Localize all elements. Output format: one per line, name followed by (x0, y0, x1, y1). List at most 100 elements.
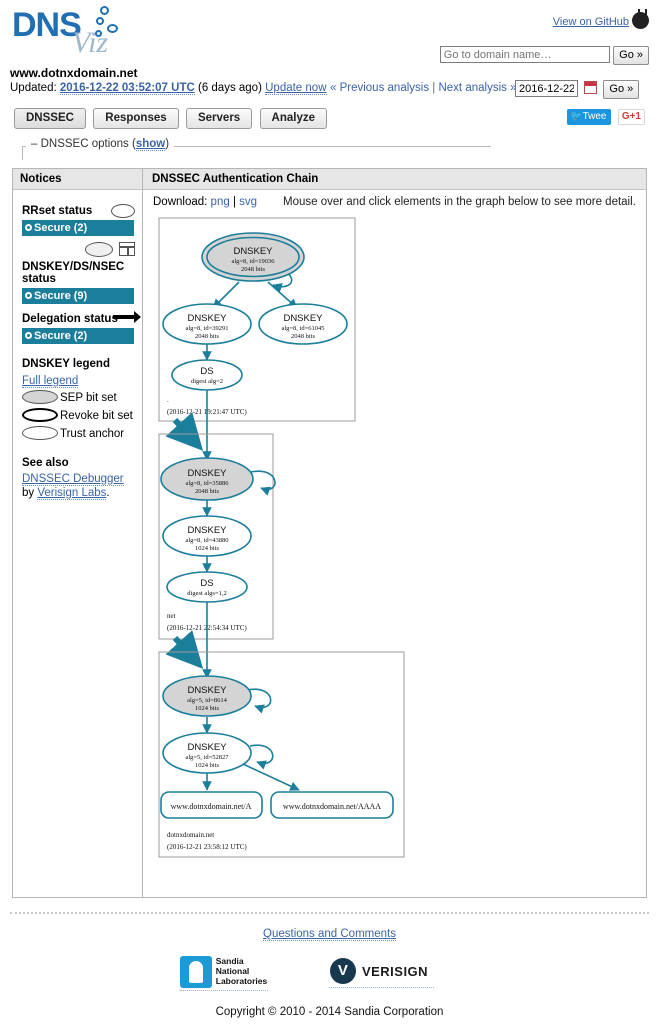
updated-timestamp[interactable]: 2016-12-22 03:52:07 UTC (59, 82, 195, 95)
node-root-zsk-1[interactable]: DNSKEY alg=8, id=39291 2048 bits (162, 303, 252, 345)
node-label-line2: alg=8, id=43880 (185, 537, 228, 544)
search-input[interactable] (439, 46, 610, 63)
node-label-line2: alg=8, id=19036 (231, 258, 275, 265)
status-badge[interactable]: Secure (2) (22, 328, 134, 344)
tab-servers[interactable]: Servers (185, 108, 253, 129)
node-label-line2: digest algs=1,2 (187, 590, 226, 597)
cluster-zone-label: net (167, 612, 176, 620)
delegation-status-label: Delegation status (22, 313, 118, 325)
graph-hint: Mouse over and click elements in the gra… (283, 196, 636, 208)
edge-delegation-net-dnx (165, 630, 204, 669)
updated-age: (6 days ago) (197, 82, 262, 94)
tab-analyze[interactable]: Analyze (259, 108, 328, 129)
site-footer: Questions and Comments Sandia National L… (0, 912, 659, 1018)
node-root-zsk-2[interactable]: DNSKEY alg=8, id=61045 2048 bits (258, 303, 348, 345)
previous-analysis-link[interactable]: « Previous analysis (330, 82, 430, 94)
dnsviz-logo[interactable]: DNS Viz (12, 4, 142, 59)
download-png-link[interactable]: png (210, 196, 230, 208)
cluster-timestamp: (2016-12-21 23:58:12 UTC) (167, 843, 247, 851)
analysis-date-input[interactable] (515, 80, 578, 97)
node-root-ds[interactable]: DS digest alg=2 (171, 359, 243, 391)
logo-bubble-icon (96, 17, 104, 25)
status-badge-label: Secure (9) (34, 290, 88, 302)
node-net-zsk[interactable]: DNSKEY alg=8, id=43880 1024 bits (162, 515, 252, 557)
node-rrset-a[interactable]: www.dotnxdomain.net/A (160, 791, 263, 819)
node-label-line2: alg=5, id=8614 (187, 697, 228, 704)
node-ellipse (258, 303, 348, 345)
node-label-line1: DNSKEY (187, 742, 227, 753)
status-badge-label: Secure (2) (34, 330, 88, 342)
legend-row-sep: SEP bit set (22, 390, 135, 405)
node-root-ksk[interactable]: DNSKEY alg=8, id=19036 2048 bits (201, 232, 305, 282)
node-label-line2: alg=8, id=35886 (185, 480, 229, 487)
google-plus-button[interactable]: G+1 (617, 109, 645, 125)
auth-chain-svg[interactable]: DNSKEY alg=8, id=19036 2048 bits DNSKEY … (151, 212, 621, 892)
cluster-zone-label: dotnxdomain.net (167, 831, 214, 839)
node-label-line1: DNSKEY (233, 246, 273, 257)
sandia-logo-icon[interactable]: Sandia National Laboratories (179, 956, 268, 991)
sandia-wordmark: Sandia National Laboratories (216, 956, 268, 986)
dnssec-options-label: – DNSSEC options (show) (26, 138, 175, 151)
node-label-line1: DS (200, 366, 213, 377)
options-show-link[interactable]: show (135, 138, 166, 151)
github-link[interactable]: View on GitHub (552, 16, 629, 28)
rrset-oval-icon (111, 204, 135, 218)
download-svg-link[interactable]: svg (239, 196, 258, 208)
status-badge[interactable]: Secure (9) (22, 288, 134, 304)
verisign-labs-link[interactable]: Verisign Labs (37, 487, 107, 500)
node-net-ds[interactable]: DS digest algs=1,2 (166, 571, 248, 603)
date-go-button[interactable]: Go » (603, 80, 640, 99)
tab-responses[interactable]: Responses (93, 108, 179, 129)
legend-label: Revoke bit set (60, 410, 133, 422)
ds-ellipse-icon (85, 242, 113, 257)
updated-label: Updated: (10, 82, 57, 94)
main-tabs: DNSSEC Responses Servers Analyze 🐦Twee G… (14, 108, 659, 132)
node-label-line1: DNSKEY (187, 525, 227, 536)
node-label-line1: DS (200, 578, 213, 589)
edge-root-ksk-zsk1 (212, 281, 240, 309)
dnssec-debugger-link[interactable]: DNSSEC Debugger (22, 473, 124, 486)
legend-row-revoke: Revoke bit set (22, 408, 135, 423)
see-also-heading: See also (22, 457, 69, 469)
updated-row: Updated: 2016-12-22 03:52:07 UTC (6 days… (10, 80, 659, 100)
node-label-line1: www.dotnxdomain.net/AAAA (283, 802, 381, 811)
twitter-share-button[interactable]: 🐦Twee (567, 109, 612, 125)
full-legend-link[interactable]: Full legend (22, 375, 79, 388)
nsec-rect-icon (119, 242, 135, 256)
next-analysis-link[interactable]: Next analysis » (438, 82, 517, 94)
sandia-line3: Laboratories (215, 976, 268, 986)
graph-canvas[interactable]: DNSKEY alg=8, id=19036 2048 bits DNSKEY … (143, 212, 646, 895)
edge-self-dnx-zsk (249, 744, 274, 770)
node-label-line1: DNSKEY (283, 313, 323, 324)
node-dnx-ksk[interactable]: DNSKEY alg=5, id=8614 1024 bits (162, 675, 252, 717)
search-go-button[interactable]: Go » (613, 46, 649, 65)
node-rrset-aaaa[interactable]: www.dotnxdomain.net/AAAA (270, 791, 394, 819)
calendar-icon[interactable] (584, 80, 598, 94)
node-label-line2: digest alg=2 (191, 378, 223, 385)
node-ellipse (162, 515, 252, 557)
node-label-line3: 1024 bits (195, 545, 219, 552)
node-label-line1: DNSKEY (187, 468, 227, 479)
update-now-link[interactable]: Update now (265, 82, 327, 95)
node-net-ksk[interactable]: DNSKEY alg=8, id=35886 2048 bits (160, 457, 254, 501)
status-badge[interactable]: Secure (2) (22, 220, 134, 236)
node-label-line3: 1024 bits (195, 705, 219, 712)
rrset-status-label: RRset status (22, 205, 93, 217)
logo-dns-text: DNS (12, 6, 82, 44)
dnskey-ds-nsec-heading: DNSKEY/DS/NSEC status (22, 242, 135, 285)
domain-info: www.dotnxdomain.net Updated: 2016-12-22 … (0, 62, 659, 100)
node-dnx-zsk[interactable]: DNSKEY alg=5, id=52827 1024 bits (162, 732, 252, 774)
questions-and-comments-link[interactable]: Questions and Comments (263, 928, 396, 941)
see-also-by: by (22, 487, 38, 499)
footer-divider (10, 912, 649, 914)
notices-sidebar: Notices RRset status Secure (2) DNSKEY/D… (13, 169, 143, 897)
logo-bubble-icon (100, 6, 109, 15)
edge-delegation-root-net (165, 412, 204, 451)
graph-panel: DNSSEC Authentication Chain Download: pn… (143, 169, 646, 897)
social-buttons: 🐦Twee G+1 (567, 109, 645, 125)
domain-search-form: Go » (439, 46, 649, 65)
tab-dnssec[interactable]: DNSSEC (14, 108, 86, 129)
view-on-github[interactable]: View on GitHub (552, 9, 649, 29)
analysis-nav: « Previous analysis | Next analysis » (330, 82, 516, 94)
